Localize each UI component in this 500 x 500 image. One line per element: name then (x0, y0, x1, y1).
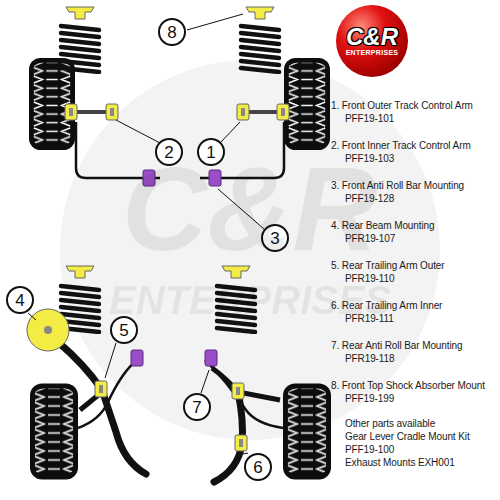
rear-trailing-arm (58, 342, 146, 474)
brand-logo: C&RENTERPRISES (336, 5, 408, 77)
leader-line (105, 343, 116, 378)
leader-line (201, 370, 209, 393)
part-name: Gear Lever Cradle Mount Kit (345, 431, 470, 443)
front-left-spring (61, 26, 99, 72)
callout-number: 5 (110, 316, 138, 344)
callout-text: 8 (167, 24, 176, 41)
rear-beam-mount-centre (44, 326, 52, 334)
part-number: PFF19-101 (345, 113, 394, 125)
part-name: 1. Front Outer Track Control Arm (331, 100, 473, 112)
part-name: PFF19-100 (345, 444, 394, 456)
rear-left-top-mount (66, 266, 94, 278)
rear-arb-bush (131, 350, 143, 366)
trailing-arm-outer-bush (95, 381, 107, 397)
part-name: Exhaust Mounts EXH001 (345, 457, 455, 469)
leader-line (28, 313, 36, 320)
rear-left-wheel (30, 384, 78, 480)
part-number: PFR19-118 (345, 353, 395, 365)
part-name: 7. Rear Anti Roll Bar Mounting (331, 340, 463, 352)
rear-beam-mount (27, 309, 69, 351)
leader-line (243, 453, 248, 454)
watermark-text: C&R (122, 150, 378, 268)
rear-right-wheel (283, 384, 331, 480)
front-right-top-mount (246, 7, 274, 19)
trailing-arm-outer-bush (232, 383, 244, 399)
front-right-wheel (284, 58, 330, 150)
rear-arb-bush (205, 350, 217, 366)
watermark-text: ENTERPRISES (109, 280, 391, 320)
rear-anti-roll-bar (205, 360, 283, 428)
callout-number: 7 (183, 393, 211, 421)
logo-text: ENTERPRISES (346, 49, 399, 57)
part-number: PFF19-199 (345, 393, 394, 405)
callout-number: 4 (6, 286, 34, 314)
leader-line (220, 122, 240, 143)
trailing-arm-inner-bush (235, 435, 247, 451)
callout-number: 6 (244, 453, 272, 481)
callout-text: 5 (119, 322, 128, 339)
rear-trailing-arm (212, 368, 280, 400)
inner-track-arm-bush (106, 104, 118, 120)
front-left-top-mount (66, 7, 94, 19)
callout-number: 8 (158, 18, 186, 46)
part-name: Other parts available (345, 418, 435, 430)
inner-track-arm-bush (237, 104, 249, 120)
part-name: 8. Front Top Shock Absorber Mount (331, 380, 485, 392)
logo-text: C&R (346, 25, 398, 49)
callout-text: 4 (15, 292, 24, 309)
leader-line (116, 120, 160, 143)
front-right-spring (241, 26, 279, 72)
outer-track-arm-bush (65, 104, 77, 120)
callout-text: 6 (253, 459, 262, 476)
outer-track-arm-bush (277, 104, 289, 120)
callout-text: 7 (192, 399, 201, 416)
leader-line (187, 14, 243, 30)
